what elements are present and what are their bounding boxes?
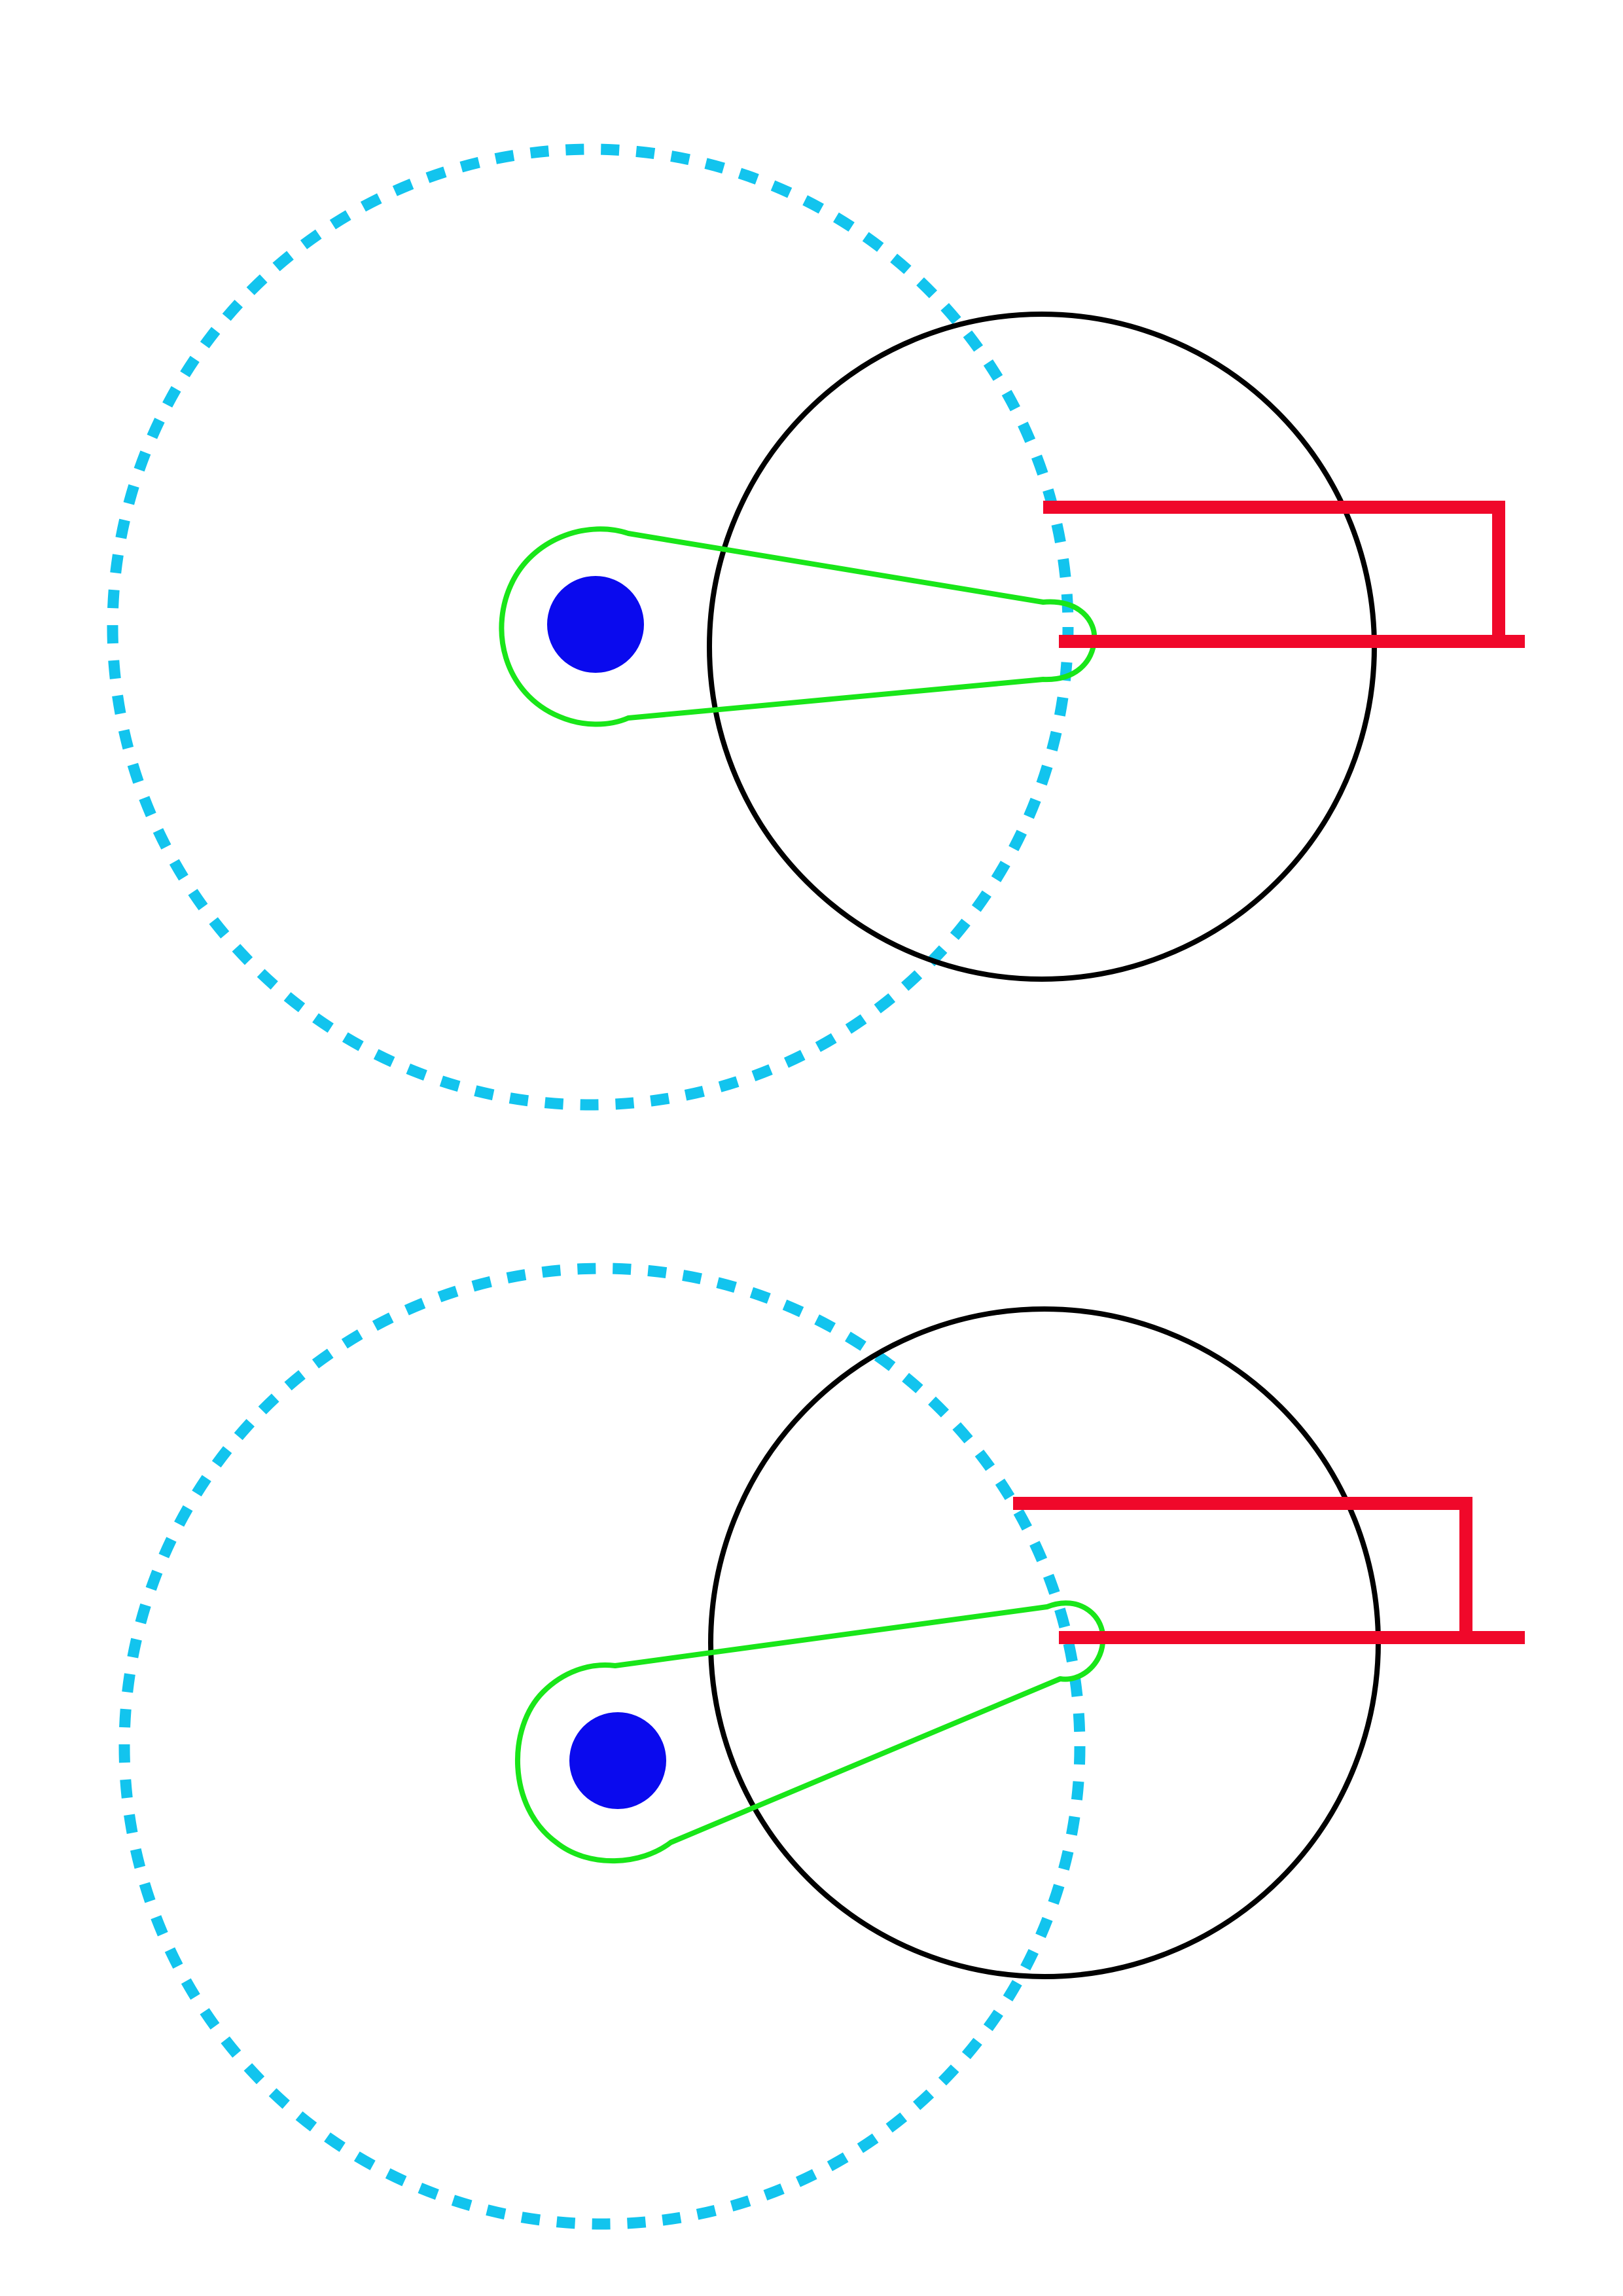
upper-dashed-circle <box>107 143 1074 1111</box>
upper-bracket <box>1043 501 1505 641</box>
lower-dashed-circle <box>118 1263 1086 2230</box>
lower-pivot <box>569 1712 666 1809</box>
upper-pivot <box>547 576 644 673</box>
lower-mechanism <box>118 1263 1525 2230</box>
upper-mechanism <box>107 143 1525 1111</box>
lower-bracket <box>1013 1497 1472 1638</box>
